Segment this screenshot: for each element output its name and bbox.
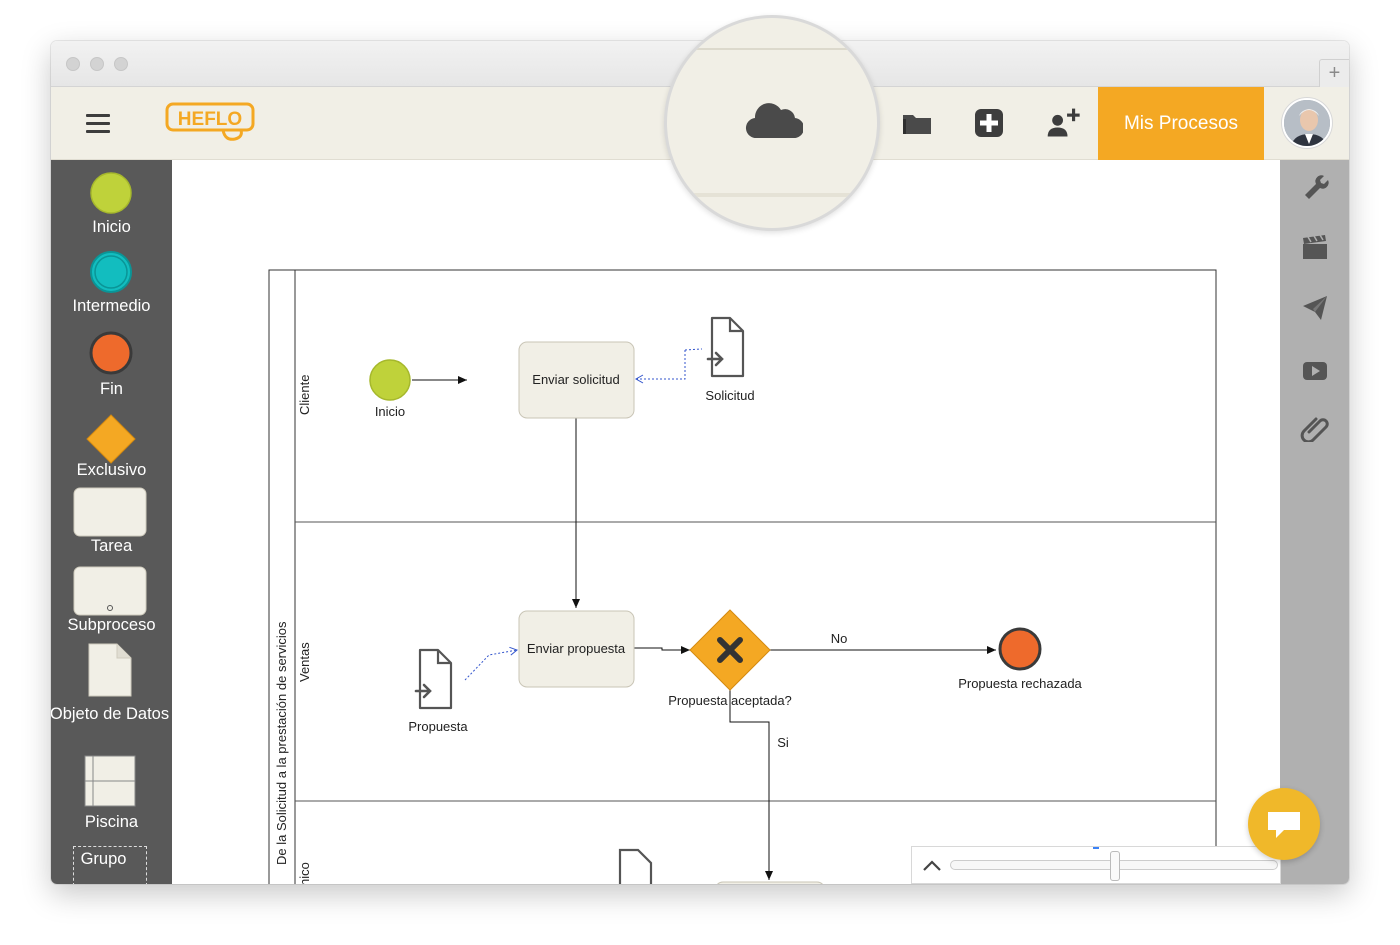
magnifier-overlay <box>664 15 880 231</box>
task-label-enviar-solicitud: Enviar solicitud <box>532 372 619 387</box>
flow-label-no: No <box>831 631 848 646</box>
lane-label-cliente: Cliente <box>297 375 312 415</box>
end-event[interactable]: Propuesta rechazada <box>958 627 1083 691</box>
minimize-window-button[interactable] <box>90 57 104 71</box>
palette-label-inicio: Inicio <box>92 218 131 236</box>
avatar[interactable] <box>1282 98 1332 148</box>
add-user-icon[interactable] <box>1045 105 1081 141</box>
start-event[interactable]: Inicio <box>369 359 411 419</box>
mis-procesos-button[interactable]: Mis Procesos <box>1098 87 1264 160</box>
exclusive-gateway[interactable]: Propuesta aceptada? <box>668 609 792 708</box>
flow-task-to-gateway[interactable] <box>634 646 690 654</box>
association-solicitud[interactable] <box>634 350 686 384</box>
chat-icon <box>1268 812 1300 838</box>
start-event-label: Inicio <box>375 404 405 419</box>
wrench-icon[interactable] <box>1300 170 1330 200</box>
exclusive-gateway-icon[interactable] <box>85 413 137 465</box>
paper-plane-icon[interactable] <box>1300 292 1330 322</box>
close-window-button[interactable] <box>66 57 80 71</box>
maximize-window-button[interactable] <box>114 57 128 71</box>
task-partial[interactable] <box>715 881 825 884</box>
task-enviar-solicitud[interactable]: Enviar solicitud <box>518 341 635 419</box>
cloud-icon[interactable] <box>745 98 803 142</box>
group-icon[interactable] <box>73 846 147 884</box>
palette-label-grupo: Grupo <box>80 850 127 868</box>
shape-palette: Inicio Intermedio Fin Exclusivo Tarea Su… <box>51 160 172 884</box>
heflo-logo[interactable]: HEFLO <box>165 101 257 143</box>
data-object-propuesta[interactable]: Propuesta <box>408 648 468 734</box>
data-object-partial[interactable] <box>618 848 653 884</box>
intermediate-event-icon[interactable] <box>89 250 133 294</box>
flow-label-si: Si <box>777 735 789 750</box>
clapperboard-icon[interactable] <box>1300 232 1330 262</box>
zoom-control <box>911 846 1281 884</box>
logo-text: HEFLO <box>178 109 242 130</box>
end-event-icon[interactable] <box>88 330 134 376</box>
data-object-icon[interactable] <box>87 642 133 700</box>
palette-label-objeto-de-datos: Objeto de Datos <box>51 705 170 723</box>
palette-label-tarea: Tarea <box>90 537 133 555</box>
task-enviar-propuesta[interactable]: Enviar propuesta <box>518 610 635 688</box>
data-object-label-propuesta: Propuesta <box>408 719 468 734</box>
plus-square-icon[interactable] <box>971 105 1007 141</box>
zoom-marker <box>1093 847 1099 849</box>
data-object-solicitud[interactable]: Solicitud <box>705 316 755 403</box>
palette-label-intermedio: Intermedio <box>72 297 151 315</box>
chat-button[interactable] <box>1248 788 1320 860</box>
diagram-canvas[interactable]: De la Solicitud a la prestación de servi… <box>172 160 1280 884</box>
lane-label-ventas: Ventas <box>297 642 312 682</box>
palette-label-fin: Fin <box>100 380 123 398</box>
paperclip-icon[interactable] <box>1300 412 1330 442</box>
folder-icon[interactable] <box>899 105 935 141</box>
data-object-label-solicitud: Solicitud <box>705 388 754 403</box>
pool-label: De la Solicitud a la prestación de servi… <box>274 621 289 865</box>
palette-label-subproceso: Subproceso <box>67 616 156 634</box>
task-label-enviar-propuesta: Enviar propuesta <box>527 641 626 656</box>
right-toolbar <box>1280 160 1349 884</box>
palette-label-exclusivo: Exclusivo <box>76 461 147 479</box>
zoom-slider-handle[interactable] <box>1110 851 1120 881</box>
flow-si[interactable] <box>729 690 773 880</box>
menu-icon[interactable] <box>86 114 110 138</box>
video-play-icon[interactable] <box>1300 356 1330 386</box>
pool-icon[interactable] <box>84 755 138 809</box>
chevron-up-icon[interactable] <box>922 857 942 873</box>
start-event-icon[interactable] <box>89 171 133 215</box>
lane-label-third: nico <box>297 862 312 884</box>
new-tab-button[interactable]: + <box>1319 59 1349 87</box>
end-event-label: Propuesta rechazada <box>958 676 1082 691</box>
task-icon[interactable] <box>73 487 149 539</box>
association-propuesta[interactable] <box>464 646 518 681</box>
bpmn-diagram[interactable]: De la Solicitud a la prestación de servi… <box>172 160 1280 884</box>
user-photo-icon <box>1284 100 1330 146</box>
subprocess-icon[interactable] <box>73 566 149 618</box>
palette-label-piscina: Piscina <box>84 813 139 831</box>
gateway-label: Propuesta aceptada? <box>668 693 792 708</box>
